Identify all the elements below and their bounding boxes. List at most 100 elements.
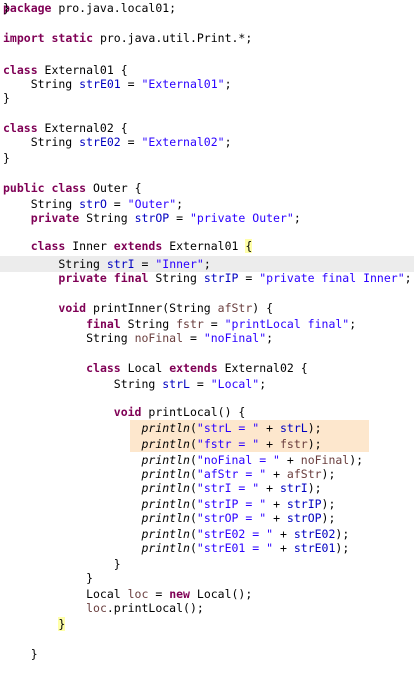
code-token: public bbox=[3, 181, 45, 195]
code-line[interactable]: } bbox=[0, 646, 420, 662]
code-line[interactable]: println("strL = " + strL); bbox=[0, 420, 420, 436]
code-text: } bbox=[3, 616, 66, 632]
code-line[interactable]: String noFinal = "noFinal"; bbox=[0, 330, 420, 346]
occurrence-highlight bbox=[130, 436, 369, 452]
code-text: String noFinal = "noFinal"; bbox=[3, 330, 273, 346]
current-line-highlight bbox=[0, 256, 414, 272]
code-token: ; bbox=[224, 135, 232, 149]
code-token: = bbox=[134, 257, 156, 271]
code-line[interactable]: String strO = "Outer"; bbox=[0, 196, 420, 212]
code-text: println("strE01 = " + strE01); bbox=[3, 540, 349, 556]
code-line[interactable]: } bbox=[0, 570, 420, 586]
code-text: loc.printLocal(); bbox=[3, 600, 204, 616]
code-line[interactable]: import static pro.java.util.Print.*; bbox=[0, 30, 420, 46]
code-line[interactable]: println("strE01 = " + strE01); bbox=[0, 540, 420, 556]
code-token: printLocal() { bbox=[141, 405, 246, 419]
code-token: noFinal bbox=[300, 453, 350, 467]
code-token: ( bbox=[189, 437, 197, 451]
code-token: String bbox=[3, 197, 80, 211]
code-token: printInner(String bbox=[86, 301, 218, 315]
code-line[interactable]: void printLocal() { bbox=[0, 404, 420, 420]
code-line[interactable]: private String strOP = "private Outer"; bbox=[0, 210, 420, 226]
code-token: External02 { bbox=[217, 361, 308, 375]
code-line[interactable]: } bbox=[0, 0, 420, 16]
code-line[interactable]: String strI = "Inner"; bbox=[0, 256, 420, 272]
code-token: println bbox=[141, 481, 190, 495]
code-line[interactable]: } bbox=[0, 90, 420, 106]
code-token: class bbox=[3, 63, 38, 77]
code-line[interactable]: String strE02 = "External02"; bbox=[0, 134, 420, 150]
code-token: ); bbox=[321, 497, 336, 511]
code-token: ; bbox=[404, 271, 412, 285]
code-line[interactable] bbox=[0, 630, 420, 646]
code-text: String strI = "Inner"; bbox=[3, 256, 210, 272]
code-token: ); bbox=[307, 481, 322, 495]
code-token bbox=[3, 481, 141, 495]
code-token: ); bbox=[307, 421, 322, 435]
code-token: ; bbox=[176, 197, 184, 211]
code-token: String bbox=[79, 211, 135, 225]
code-token: String bbox=[3, 331, 135, 345]
code-token: = bbox=[189, 377, 211, 391]
code-token: ) { bbox=[252, 301, 274, 315]
code-line[interactable]: println("strOP = " + strOP); bbox=[0, 510, 420, 526]
code-line[interactable]: class External02 { bbox=[0, 120, 420, 136]
code-line[interactable]: loc.printLocal(); bbox=[0, 600, 420, 616]
code-line[interactable]: final String fstr = "printLocal final"; bbox=[0, 316, 420, 332]
code-line[interactable]: println("afStr = " + afStr); bbox=[0, 466, 420, 482]
code-line[interactable]: class Local extends External02 { bbox=[0, 360, 420, 376]
code-token: Inner bbox=[65, 239, 114, 253]
code-line[interactable]: private final String strIP = "private fi… bbox=[0, 270, 420, 286]
code-token: ; bbox=[349, 317, 357, 331]
code-token: println bbox=[141, 497, 190, 511]
code-token: ( bbox=[189, 467, 197, 481]
code-token: void bbox=[58, 301, 87, 315]
code-line[interactable]: String strE01 = "External01"; bbox=[0, 76, 420, 92]
code-token bbox=[3, 421, 141, 435]
code-line[interactable]: String strL = "Local"; bbox=[0, 376, 420, 392]
code-text: package pro.java.local01; bbox=[3, 0, 176, 16]
code-token bbox=[107, 271, 114, 285]
code-token: noFinal bbox=[134, 331, 184, 345]
code-line[interactable]: println("strI = " + strI); bbox=[0, 480, 420, 496]
code-token: + bbox=[266, 497, 287, 511]
code-text: private String strOP = "private Outer"; bbox=[3, 210, 301, 226]
code-line[interactable] bbox=[0, 674, 420, 690]
code-line[interactable]: void printInner(String afStr) { bbox=[0, 300, 420, 316]
code-line[interactable]: println("strIP = " + strIP); bbox=[0, 496, 420, 512]
code-token: String bbox=[3, 377, 163, 391]
code-line[interactable]: public class Outer { bbox=[0, 180, 420, 196]
code-token: String bbox=[3, 257, 107, 271]
code-text: String strL = "Local"; bbox=[3, 376, 266, 392]
code-line[interactable]: println("noFinal = " + noFinal); bbox=[0, 452, 420, 468]
code-text: println("strIP = " + strIP); bbox=[3, 496, 335, 512]
code-token: ); bbox=[349, 453, 364, 467]
code-line[interactable]: } bbox=[0, 556, 420, 572]
code-token bbox=[3, 211, 31, 225]
code-token: import bbox=[3, 31, 45, 45]
code-token bbox=[3, 317, 86, 331]
code-line[interactable]: println("fstr = " + fstr); bbox=[0, 436, 420, 452]
code-line[interactable]: class External01 { bbox=[0, 62, 420, 78]
code-token: + bbox=[259, 421, 280, 435]
code-line[interactable]: Local loc = new Local(); bbox=[0, 586, 420, 602]
code-line[interactable]: class Inner extends External01 { bbox=[0, 238, 420, 254]
code-line[interactable]: println("strE02 = " + strE02); bbox=[0, 526, 420, 542]
code-token: } bbox=[3, 1, 10, 15]
code-token: ( bbox=[189, 511, 197, 525]
code-text: void printLocal() { bbox=[3, 404, 246, 420]
code-token: = bbox=[106, 197, 128, 211]
code-line[interactable]: } bbox=[0, 616, 420, 632]
code-line[interactable]: } bbox=[0, 150, 420, 166]
code-token: "fstr = " bbox=[196, 437, 260, 451]
code-token bbox=[3, 467, 141, 481]
code-line[interactable]: package pro.java.local01; bbox=[0, 0, 420, 16]
code-token: ; bbox=[224, 77, 232, 91]
code-token: "strL = " bbox=[196, 421, 260, 435]
code-token: void bbox=[113, 405, 142, 419]
code-token: ); bbox=[335, 527, 350, 541]
code-token: ( bbox=[189, 527, 197, 541]
code-token: + bbox=[273, 541, 294, 555]
code-token bbox=[3, 601, 86, 615]
